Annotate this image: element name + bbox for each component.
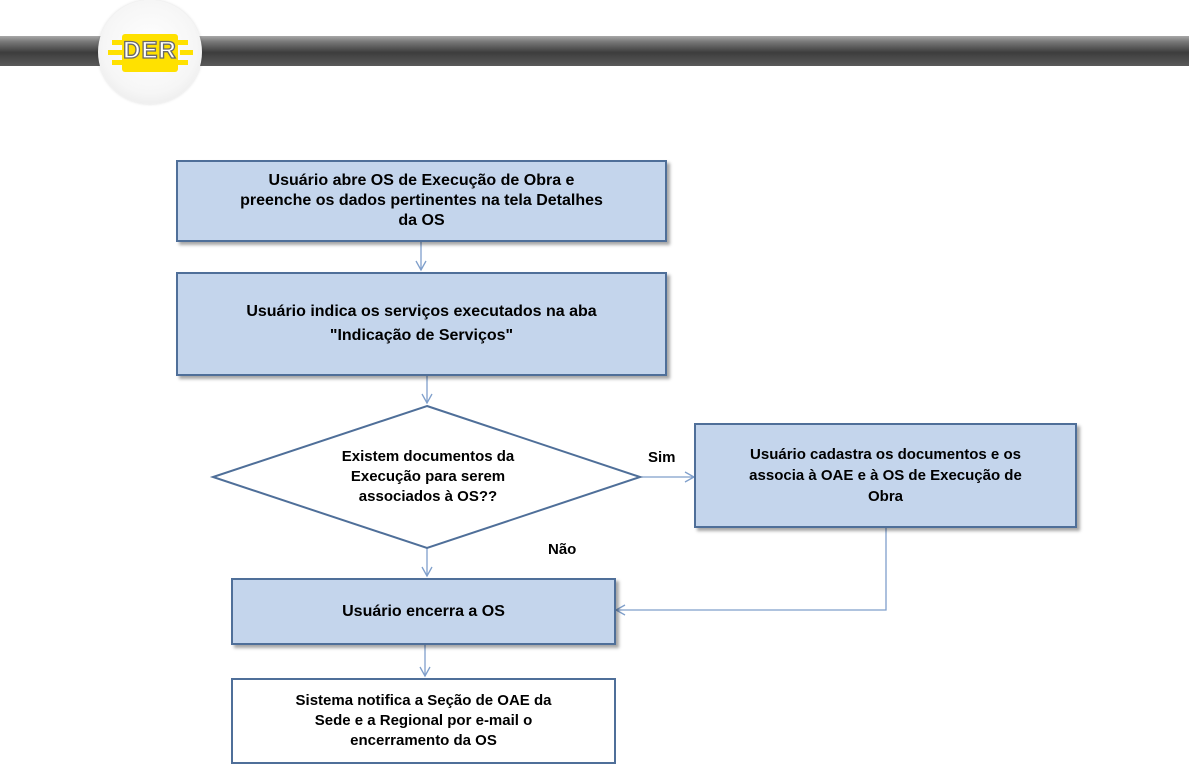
logo-ray (178, 60, 188, 65)
branch-yes-label: Sim (648, 449, 676, 466)
step-notify-text: Sistema notifica a Seção de OAE da Sede … (295, 692, 552, 749)
step-open-os: Usuário abre OS de Execução de Obra e pr… (176, 160, 667, 242)
step-open-os-text: Usuário abre OS de Execução de Obra e pr… (240, 172, 603, 229)
step-indicate-services: Usuário indica os serviços executados na… (176, 272, 667, 376)
step-register-documents-text: Usuário cadastra os documentos e os asso… (749, 446, 1022, 505)
logo-ray (112, 40, 124, 45)
der-logo: DER (98, 0, 202, 104)
decision-text-box: Existem documentos da Execução para sere… (268, 440, 588, 514)
logo-text: DER (123, 36, 177, 64)
connector-yes-to-step3 (614, 528, 887, 616)
step-close-os-text: Usuário encerra a OS (342, 602, 505, 620)
logo-ray (178, 40, 188, 45)
logo-ray (122, 34, 178, 72)
decision-diamond (209, 404, 644, 550)
logo-ray (180, 50, 193, 55)
step-close-os: Usuário encerra a OS (231, 578, 616, 645)
logo-ray (108, 50, 122, 55)
step-notify: Sistema notifica a Seção de OAE da Sede … (231, 678, 616, 764)
decision-text: Existem documentos da Execução para sere… (341, 448, 515, 505)
branch-no-label: Não (548, 541, 577, 558)
logo-ray (112, 60, 124, 65)
step-register-documents: Usuário cadastra os documentos e os asso… (694, 423, 1077, 528)
step-indicate-services-text: Usuário indica os serviços executados na… (246, 303, 597, 344)
